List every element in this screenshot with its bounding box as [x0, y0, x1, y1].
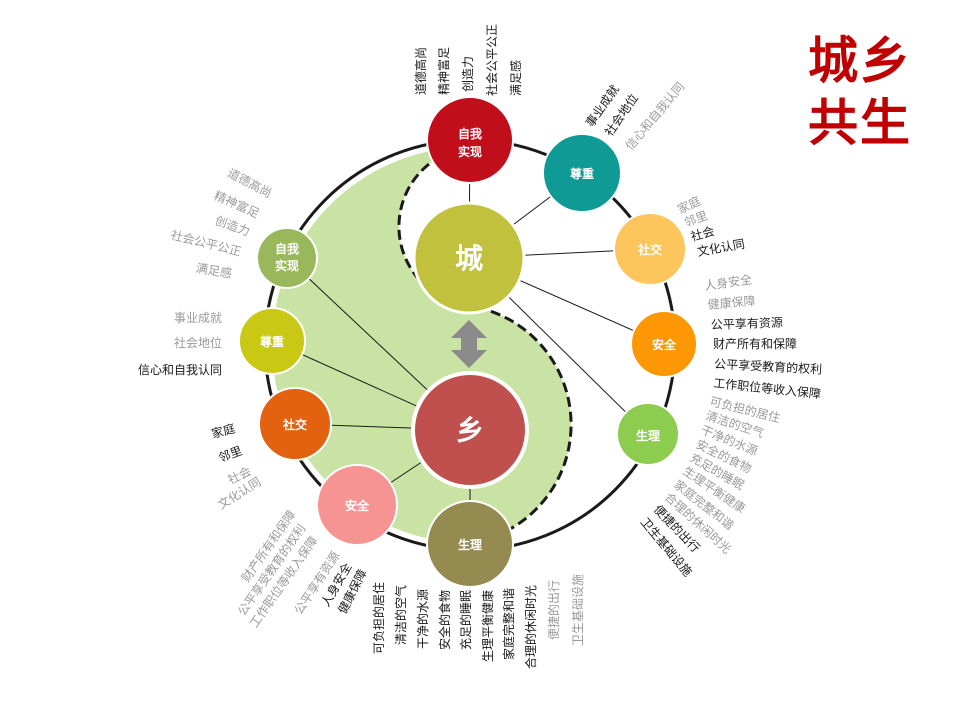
double-arrow-icon	[451, 320, 487, 368]
label-item: 满足感	[508, 60, 523, 96]
label-item: 社会地位	[174, 335, 222, 350]
label-item: 精神富足	[436, 47, 451, 95]
label-item: 满足感	[195, 260, 233, 281]
country-center-label: 乡	[456, 414, 484, 447]
city-center: 城	[412, 201, 526, 315]
label-item: 卫生基础设施	[571, 574, 585, 646]
country-region	[272, 147, 572, 543]
svg-text:安全: 安全	[345, 498, 370, 513]
svg-text:安全: 安全	[652, 337, 677, 352]
title-line-1: 城乡	[808, 32, 912, 90]
svg-text:实现: 实现	[275, 258, 299, 273]
label-item: 创造力	[461, 56, 475, 92]
label-item: 合理的休闲时光	[523, 585, 538, 669]
city-node-selfreal: 自我 实现	[426, 96, 514, 184]
label-item: 信心和自我认同	[138, 363, 222, 377]
page-title: 城乡 共生	[808, 30, 948, 154]
label-item: 充足的睡眠	[458, 590, 473, 650]
labels-left-respect: 事业成就 社会地位 信心和自我认同	[138, 311, 222, 377]
svg-text:尊重: 尊重	[570, 166, 594, 181]
country-node-safety: 安全	[316, 464, 398, 546]
label-item: 公平享受教育的权利	[714, 356, 823, 377]
label-item: 家庭	[210, 420, 237, 441]
svg-text:生理: 生理	[458, 537, 482, 552]
svg-text:自我: 自我	[458, 126, 482, 141]
label-item: 健康保障	[707, 293, 756, 312]
label-item: 社会	[689, 223, 716, 244]
svg-text:自我: 自我	[275, 241, 299, 256]
svg-text:社交: 社交	[637, 242, 662, 257]
label-item: 社会公平公正	[484, 24, 499, 96]
svg-text:生理: 生理	[636, 428, 660, 443]
labels-left-social: 家庭 邻里 社会 文化认同	[210, 420, 264, 512]
labels-city-safety: 人身安全 健康保障 公平享有资源 财产所有和保障 公平享受教育的权利 工作职位等…	[703, 271, 822, 401]
label-item: 事业成就	[174, 311, 222, 325]
label-item: 道德高尚	[413, 47, 428, 95]
country-node-selfreal: 自我 实现	[256, 227, 318, 289]
label-item: 人身安全	[703, 271, 753, 293]
country-node-respect: 尊重	[238, 307, 306, 375]
label-item: 公平享有资源	[711, 314, 783, 332]
country-node-social: 社交	[258, 387, 332, 461]
label-item: 干净的水源	[415, 589, 430, 649]
label-item: 邻里	[217, 444, 244, 465]
label-item: 财产所有和保障	[713, 336, 797, 351]
label-item: 可负担的居住	[371, 582, 386, 654]
city-node-social: 社交	[613, 212, 687, 286]
label-item: 信心和自我认同	[623, 80, 688, 153]
city-node-respect: 尊重	[542, 133, 622, 213]
country-node-physio: 生理	[426, 500, 514, 588]
label-item: 便捷的出行	[546, 580, 561, 640]
label-item: 家庭完整和谐	[501, 588, 516, 660]
title-line-2: 共生	[808, 94, 912, 152]
city-center-label: 城	[455, 242, 483, 275]
label-item: 创造力	[213, 213, 252, 238]
svg-text:实现: 实现	[458, 144, 482, 159]
city-node-safety: 安全	[630, 310, 698, 378]
country-center: 乡	[411, 371, 529, 489]
label-item: 生理平衡健康	[480, 590, 495, 662]
svg-text:尊重: 尊重	[260, 334, 284, 349]
labels-bottom-physio: 可负担的居住 清洁的空气 干净的水源 安全的食物 充足的睡眠 生理平衡健康 家庭…	[371, 574, 585, 669]
label-item: 清洁的空气	[393, 585, 408, 645]
dashed-divider	[397, 145, 573, 545]
labels-top-selfreal: 道德高尚 精神富足 创造力 社会公平公正 满足感	[413, 24, 523, 96]
label-item: 安全的食物	[437, 590, 452, 650]
label-item: 工作职位等收入保障	[713, 375, 822, 401]
city-node-physio: 生理	[616, 402, 680, 466]
svg-text:社交: 社交	[282, 417, 307, 432]
